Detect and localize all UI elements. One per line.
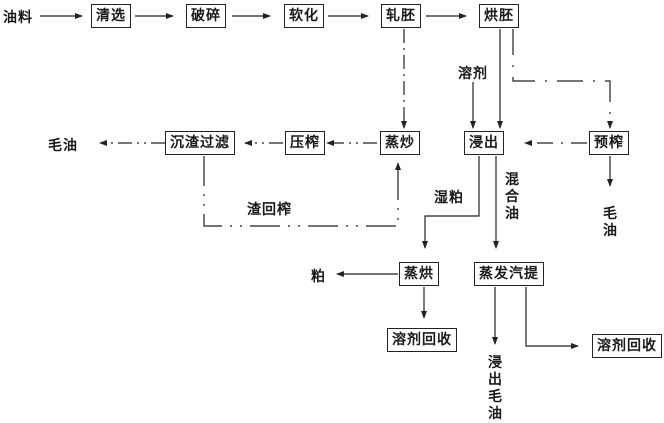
label-meal: 粕: [311, 269, 326, 285]
node-settle-filter: 沉渣过滤: [165, 131, 235, 155]
node-prepress: 预榨: [589, 131, 629, 155]
edge-evapstrip-recovery: [525, 287, 579, 349]
label-wet-meal: 湿粕: [434, 190, 464, 206]
edge-bake-prepress: [512, 29, 613, 129]
node-extract: 浸出: [464, 131, 504, 155]
label-crude-oil-left: 毛油: [48, 138, 78, 154]
label-extracted-crude-oil: 浸出毛油: [488, 355, 502, 422]
node-steam-fry: 蒸炒: [380, 131, 420, 155]
label-solvent: 溶剂: [458, 66, 488, 82]
node-evap-strip: 蒸发汽提: [474, 262, 544, 286]
node-soften: 软化: [284, 4, 324, 28]
node-input-oilseed: 油料: [3, 10, 33, 26]
label-residue-return: 渣回榨: [247, 202, 292, 218]
node-bake: 烘胚: [479, 4, 519, 28]
node-solvent-recovery-1: 溶剂回收: [387, 328, 457, 352]
edge-residue-return: [203, 156, 401, 227]
label-crude-oil-prepress: 毛油: [603, 206, 617, 239]
edge-extract-steamdry: [422, 156, 480, 249]
node-roll: 轧胚: [381, 4, 421, 28]
node-crush: 破碎: [186, 4, 226, 28]
node-steam-dry: 蒸烘: [399, 262, 439, 286]
label-miscella: 混合油: [505, 172, 519, 222]
node-press: 压榨: [285, 131, 325, 155]
node-solvent-recovery-2: 溶剂回收: [592, 334, 662, 358]
node-clean: 清选: [91, 4, 131, 28]
